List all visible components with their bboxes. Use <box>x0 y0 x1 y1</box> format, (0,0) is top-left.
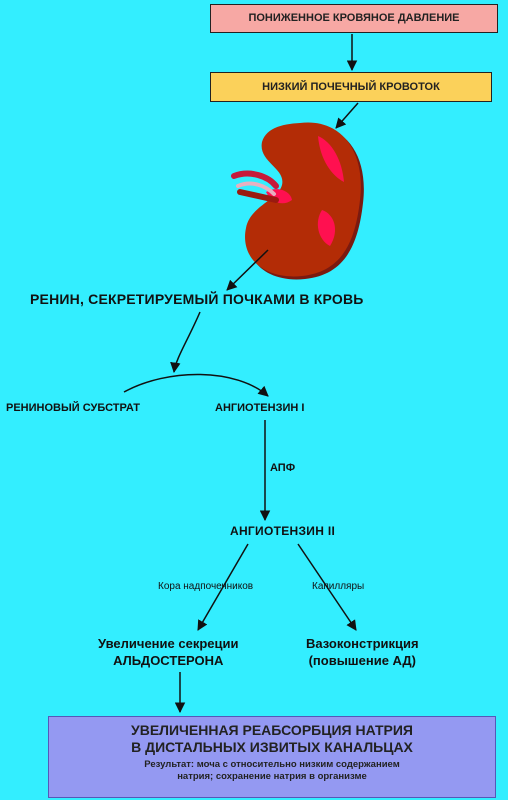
low-renal-flow-text: НИЗКИЙ ПОЧЕЧНЫЙ КРОВОТОК <box>262 81 440 93</box>
result-note-line-1: Результат: моча с относительно низким со… <box>144 759 400 770</box>
renin-label: РЕНИН, СЕКРЕТИРУЕМЫЙ ПОЧКАМИ В КРОВЬ <box>30 291 364 307</box>
result-note: Результат: моча с относительно низким со… <box>49 759 495 783</box>
arrow-renin-to-reaction <box>170 311 201 374</box>
adrenal-cortex-label: Кора надпочечников <box>158 581 254 592</box>
arrow-flow-to-kidney <box>335 102 359 129</box>
capillaries-label: Капилляры <box>312 581 365 592</box>
low-blood-pressure-box: ПОНИЖЕННОЕ КРОВЯНОЕ ДАВЛЕНИЕ <box>210 4 498 33</box>
arrow-kidney-to-renin <box>226 249 269 291</box>
angiotensin-2-label: АНГИОТЕНЗИН II <box>230 524 336 538</box>
low-renal-flow-box: НИЗКИЙ ПОЧЕЧНЫЙ КРОВОТОК <box>210 72 492 102</box>
result-note-line-2: натрия; сохранение натрия в организме <box>177 771 367 782</box>
aldosterone-secretion-label: Увеличение секреции АЛЬДОСТЕРОНА <box>98 635 238 669</box>
sodium-reabsorption-box: УВЕЛИЧЕННАЯ РЕАБСОРБЦИЯ НАТРИЯ В ДИСТАЛЬ… <box>48 716 496 798</box>
angiotensin-1-label: АНГИОТЕНЗИН I <box>215 402 305 414</box>
aldosterone-line-1: Увеличение секреции <box>98 636 239 651</box>
ace-label: АПФ <box>270 462 296 474</box>
vasoconstriction-line-2: (повышение АД) <box>308 653 417 668</box>
arrow-ang2-to-vasoconstriction <box>297 543 357 631</box>
arrow-ang2-to-aldosterone <box>197 543 249 631</box>
vasoconstriction-label: Вазоконстрикция (повышение АД) <box>306 635 419 669</box>
vasoconstriction-line-1: Вазоконстрикция <box>306 636 419 651</box>
result-title-line-1: УВЕЛИЧЕННАЯ РЕАБСОРБЦИЯ НАТРИЯ <box>131 722 413 738</box>
result-title: УВЕЛИЧЕННАЯ РЕАБСОРБЦИЯ НАТРИЯ В ДИСТАЛЬ… <box>49 722 495 756</box>
aldosterone-line-2: АЛЬДОСТЕРОНА <box>113 653 224 668</box>
kidney-icon <box>231 122 364 280</box>
low-blood-pressure-text: ПОНИЖЕННОЕ КРОВЯНОЕ ДАВЛЕНИЕ <box>248 12 460 24</box>
arrow-substrate-to-angiotensin-1 <box>123 373 269 397</box>
result-title-line-2: В ДИСТАЛЬНЫХ ИЗВИТЫХ КАНАЛЬЦАХ <box>131 739 413 755</box>
renin-substrate-label: РЕНИНОВЫЙ СУБСТРАТ <box>6 402 140 414</box>
